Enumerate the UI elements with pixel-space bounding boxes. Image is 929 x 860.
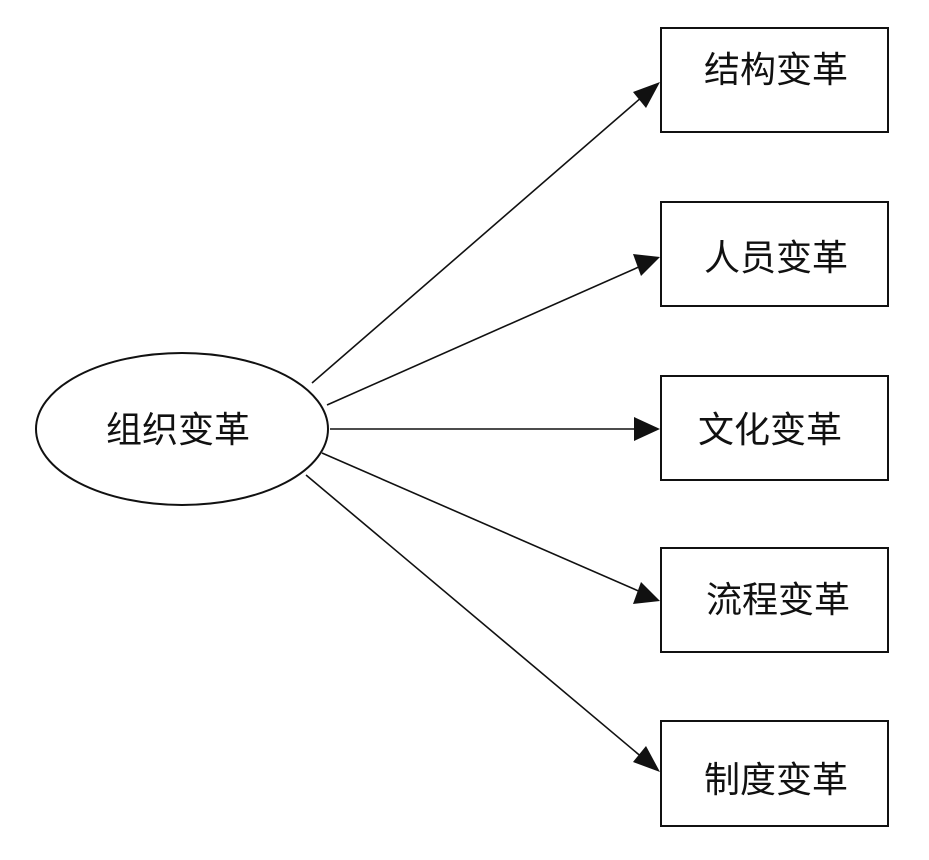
edge-to-structure-change: [311, 82, 660, 384]
edges: [305, 82, 660, 772]
node-personnel-change: 人员变革: [660, 201, 889, 307]
node-box: [660, 27, 889, 133]
center-ellipse: [35, 352, 329, 506]
node-box: [660, 547, 889, 653]
node-box: [660, 375, 889, 481]
node-box: [660, 720, 889, 827]
node-system-change: 制度变革: [660, 720, 889, 827]
edge-line: [326, 261, 651, 406]
arrowhead: [633, 746, 660, 772]
edge-to-culture-change: [330, 417, 660, 441]
node-structure-change: 结构变革: [660, 27, 889, 133]
node-label: 流程变革: [706, 580, 850, 621]
arrowhead: [633, 82, 660, 108]
node-label: 制度变革: [704, 760, 848, 801]
arrowhead: [633, 582, 660, 604]
center-node: 组织变革: [35, 352, 329, 506]
center-label: 组织变革: [106, 410, 250, 451]
edge-line: [311, 89, 651, 384]
arrowhead: [634, 417, 660, 441]
edge-to-personnel-change: [326, 254, 660, 406]
edge-line: [321, 452, 651, 597]
edge-line: [305, 474, 651, 765]
target-nodes: 结构变革 人员变革 文化变革 流程变革 制度变革: [660, 27, 889, 827]
node-culture-change: 文化变革: [660, 375, 889, 481]
node-box: [660, 201, 889, 307]
node-label: 人员变革: [704, 238, 848, 279]
edge-to-system-change: [305, 474, 660, 772]
edge-to-process-change: [321, 452, 660, 604]
node-label: 文化变革: [698, 410, 842, 451]
node-process-change: 流程变革: [660, 547, 889, 653]
arrowhead: [633, 254, 660, 276]
node-label: 结构变革: [704, 50, 848, 91]
